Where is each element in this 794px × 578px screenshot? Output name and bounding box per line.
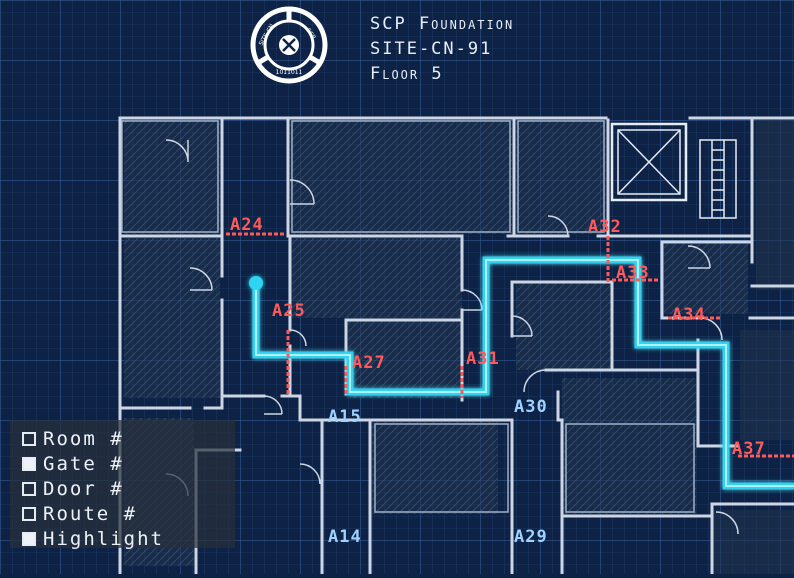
gate-label-a34: A34 bbox=[672, 305, 706, 325]
gate-label-a24: A24 bbox=[230, 215, 264, 235]
scp-logo-icon: SITE-CN SCP 1011011 bbox=[250, 6, 328, 84]
inner-walls bbox=[121, 120, 695, 513]
legend-highlight-toggle[interactable]: Highlight bbox=[22, 526, 235, 551]
room-label: Room # bbox=[43, 427, 124, 450]
svg-text:SCP: SCP bbox=[304, 27, 317, 41]
gate-label-a30: A30 bbox=[514, 397, 548, 417]
gate-label-a32: A32 bbox=[588, 217, 622, 237]
elevator bbox=[610, 122, 688, 202]
stairs bbox=[699, 139, 737, 219]
highlight-route bbox=[249, 256, 794, 490]
svg-text:1011011: 1011011 bbox=[276, 69, 303, 76]
door-checkbox[interactable] bbox=[22, 481, 36, 496]
legend-gate-toggle[interactable]: Gate # bbox=[22, 451, 235, 476]
walls bbox=[118, 116, 794, 576]
highlight-label: Highlight bbox=[43, 527, 164, 550]
gate-label-a31: A31 bbox=[466, 349, 500, 369]
gate-markers bbox=[226, 232, 794, 458]
gate-label-a15: A15 bbox=[328, 407, 362, 427]
room-checkbox[interactable] bbox=[22, 431, 36, 446]
map-titles: SCP Foundation SITE-CN-91 Floor 5 bbox=[370, 12, 514, 87]
route-label: Route # bbox=[43, 502, 138, 525]
gate-label-a27: A27 bbox=[352, 353, 386, 373]
door-label: Door # bbox=[43, 477, 124, 500]
gate-labels-red: A24 A25 A27 A31 A32 A33 A34 A37 bbox=[230, 215, 766, 459]
legend-door-toggle[interactable]: Door # bbox=[22, 476, 235, 501]
map-header: SITE-CN SCP 1011011 SCP Foundation SITE-… bbox=[250, 6, 514, 87]
gate-label: Gate # bbox=[43, 452, 124, 475]
legend-route-toggle[interactable]: Route # bbox=[22, 501, 235, 526]
gate-label-a33: A33 bbox=[616, 263, 650, 283]
site-name: SITE-CN-91 bbox=[370, 39, 493, 59]
floor-label: Floor 5 bbox=[370, 64, 444, 84]
org-title: SCP Foundation bbox=[370, 14, 515, 34]
legend-panel: Room # Gate # Door # Route # Highlight bbox=[10, 420, 235, 551]
gate-label-a25: A25 bbox=[272, 301, 306, 321]
doors bbox=[165, 139, 739, 535]
gate-label-a14: A14 bbox=[328, 527, 362, 547]
highlight-checkbox[interactable] bbox=[22, 531, 36, 546]
gate-checkbox[interactable] bbox=[22, 456, 36, 471]
gate-label-a37: A37 bbox=[732, 439, 766, 459]
gate-labels-blue: A15 A30 A14 A29 bbox=[328, 397, 548, 547]
legend-room-toggle[interactable]: Room # bbox=[22, 426, 235, 451]
route-checkbox[interactable] bbox=[22, 506, 36, 521]
gate-label-a29: A29 bbox=[514, 527, 548, 547]
